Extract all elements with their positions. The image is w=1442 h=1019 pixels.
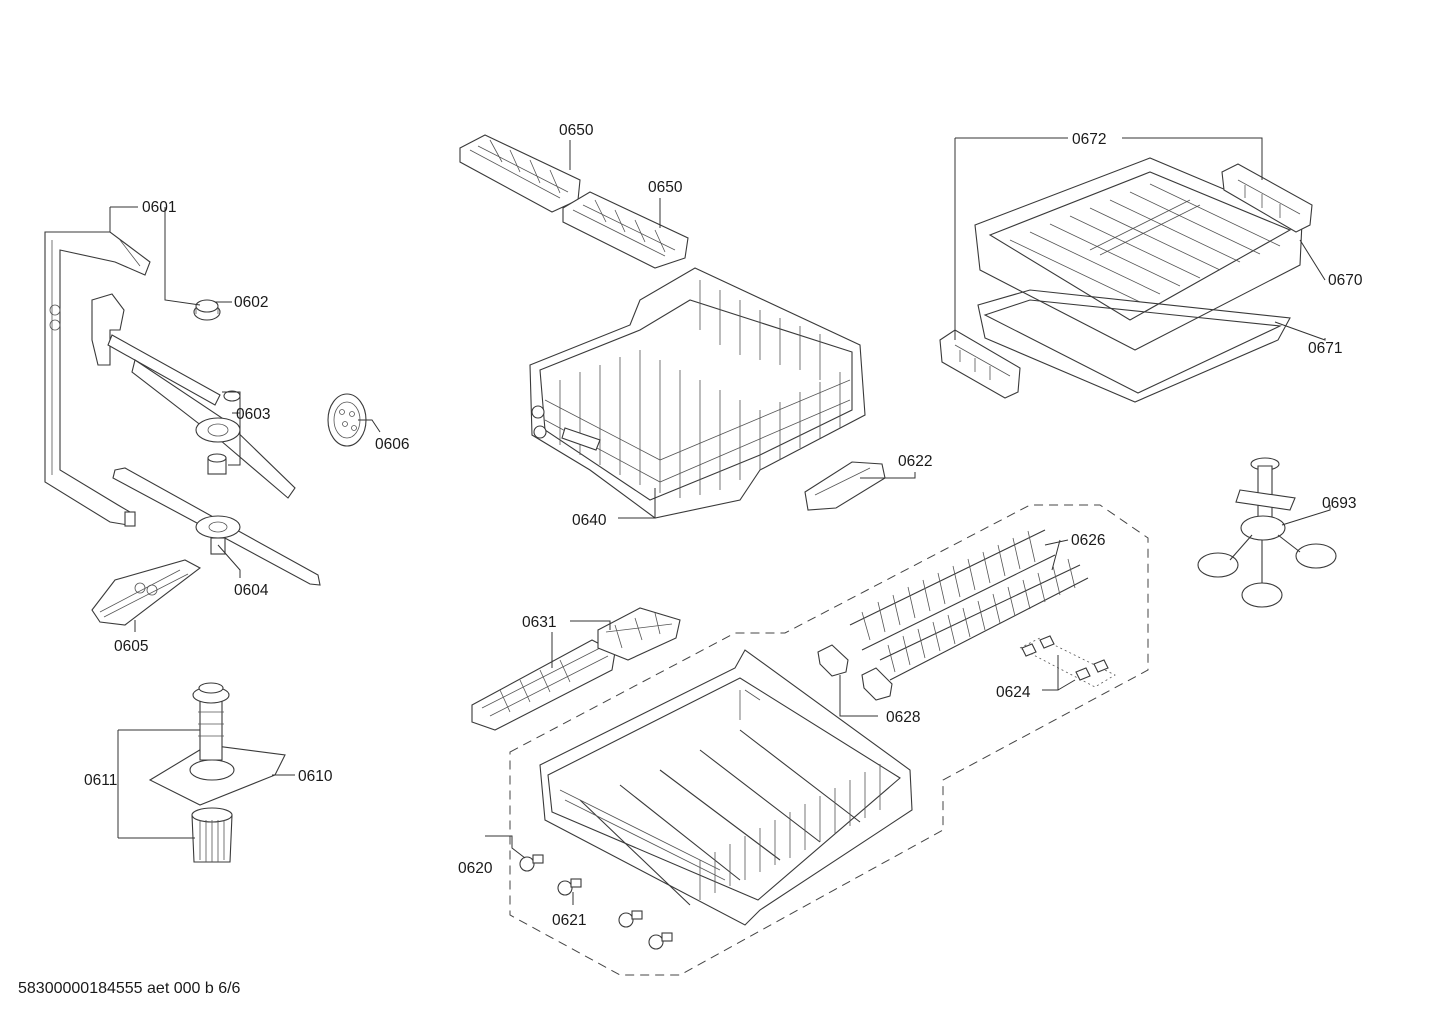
label-0650-b: 0650 — [648, 179, 683, 196]
part-0602-nut — [193, 299, 221, 321]
part-0672-end-pieces — [939, 163, 1313, 399]
part-0610-0611-filter — [148, 682, 286, 863]
label-0631: 0631 — [522, 614, 556, 631]
part-0650-insert-a — [459, 134, 581, 213]
part-0628-holders — [817, 644, 893, 701]
part-0620-lower-basket — [539, 649, 913, 926]
label-0604: 0604 — [234, 582, 269, 599]
label-0601: 0601 — [142, 199, 176, 216]
label-0626: 0626 — [1071, 532, 1105, 549]
part-0670-cutlery-tray — [974, 157, 1303, 351]
part-0605-cover — [91, 559, 202, 626]
label-0603: 0603 — [236, 406, 270, 423]
part-0631-inserts — [471, 607, 681, 731]
part-0621-wheels — [519, 854, 673, 950]
part-0671-rail-frame — [977, 289, 1291, 403]
part-0693-insert — [1197, 457, 1337, 608]
label-0672: 0672 — [1072, 131, 1106, 148]
label-0671: 0671 — [1308, 340, 1342, 357]
label-0650-a: 0650 — [559, 122, 594, 139]
label-0610: 0610 — [298, 768, 333, 785]
part-0626-tine-rack — [849, 529, 1089, 681]
label-0622: 0622 — [898, 453, 932, 470]
label-0693: 0693 — [1322, 495, 1356, 512]
label-0611: 0611 — [84, 772, 117, 789]
label-0624: 0624 — [996, 684, 1031, 701]
part-0640-upper-basket — [529, 267, 866, 519]
label-0628: 0628 — [886, 709, 920, 726]
leader-lines — [109, 137, 1331, 905]
label-0620: 0620 — [458, 860, 493, 877]
part-0601-supply-pipe — [44, 231, 151, 527]
lower-basket-group-outline — [509, 504, 1149, 976]
label-0621: 0621 — [552, 912, 586, 929]
document-id-footer: 58300000184555 aet 000 b 6/6 — [18, 980, 241, 997]
label-0605: 0605 — [114, 638, 148, 655]
part-0624-clips — [1019, 635, 1116, 688]
label-0602: 0602 — [234, 294, 268, 311]
label-0606: 0606 — [375, 436, 409, 453]
part-0622-clip — [804, 461, 886, 511]
part-0604-lower-spray-arm — [112, 467, 321, 586]
part-0603-upper-spray-arm — [91, 293, 296, 499]
label-0670: 0670 — [1328, 272, 1363, 289]
label-0640: 0640 — [572, 512, 607, 529]
part-0650-insert-b — [562, 191, 689, 269]
